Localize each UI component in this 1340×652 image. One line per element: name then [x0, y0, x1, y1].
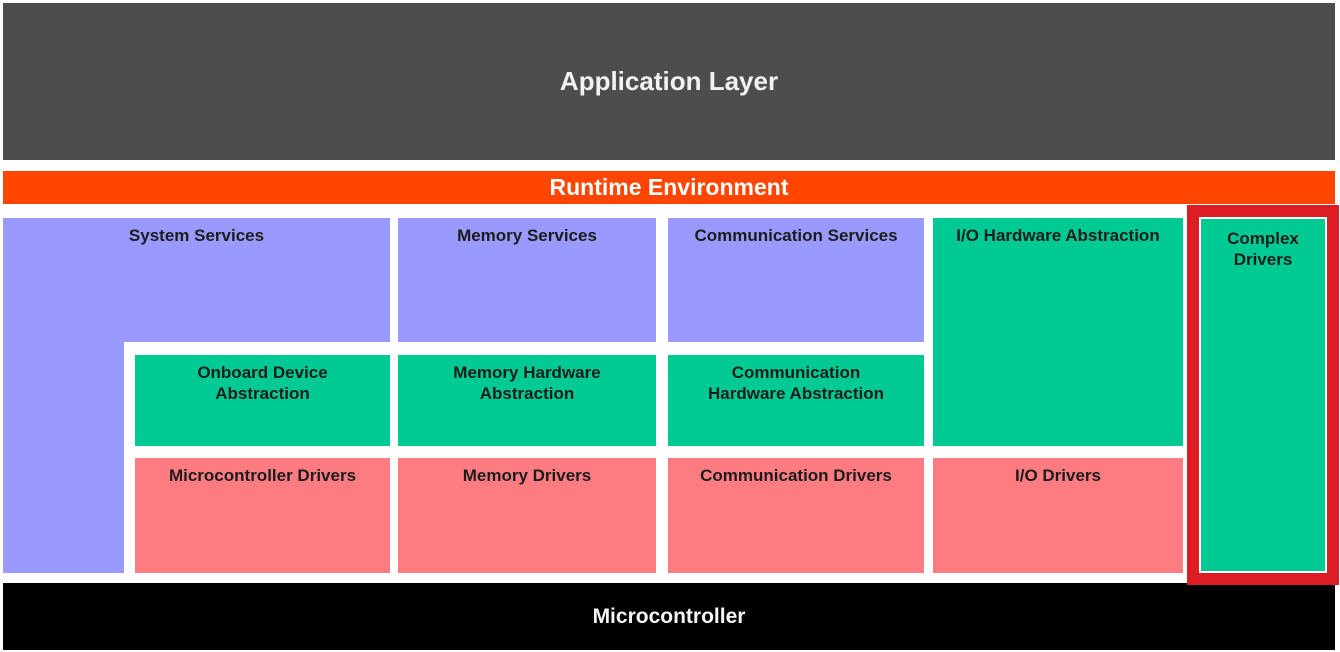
io-drivers-label: I/O Drivers: [1015, 466, 1101, 485]
communication-hardware-abstraction-label: Communication Hardware Abstraction: [707, 363, 885, 404]
communication-hardware-abstraction-block: Communication Hardware Abstraction: [668, 355, 924, 446]
onboard-device-abstraction-label: Onboard Device Abstraction: [197, 363, 328, 404]
microcontroller-block: Microcontroller: [3, 583, 1335, 650]
onboard-device-abstraction-block: Onboard Device Abstraction: [135, 355, 390, 446]
memory-hardware-abstraction-label: Memory Hardware Abstraction: [453, 363, 601, 404]
complex-drivers-highlight-outline: Complex Drivers: [1187, 205, 1339, 585]
application-layer-block: Application Layer: [3, 3, 1335, 160]
microcontroller-label: Microcontroller: [592, 604, 746, 628]
microcontroller-drivers-block: Microcontroller Drivers: [135, 458, 390, 573]
communication-drivers-block: Communication Drivers: [668, 458, 924, 573]
application-layer-label: Application Layer: [559, 66, 779, 96]
communication-services-block: Communication Services: [668, 218, 924, 342]
io-hardware-abstraction-label: I/O Hardware Abstraction: [956, 226, 1160, 245]
memory-hardware-abstraction-block: Memory Hardware Abstraction: [398, 355, 656, 446]
communication-services-label: Communication Services: [694, 226, 898, 245]
complex-drivers-label: Complex Drivers: [1227, 229, 1299, 270]
io-hardware-abstraction-block: I/O Hardware Abstraction: [933, 218, 1183, 446]
runtime-environment-block: Runtime Environment: [3, 171, 1335, 204]
system-services-block: System Services: [3, 218, 390, 342]
memory-services-block: Memory Services: [398, 218, 656, 342]
memory-services-label: Memory Services: [457, 226, 597, 245]
communication-drivers-label: Communication Drivers: [700, 466, 892, 485]
runtime-environment-label: Runtime Environment: [549, 174, 789, 200]
memory-drivers-block: Memory Drivers: [398, 458, 656, 573]
io-drivers-block: I/O Drivers: [933, 458, 1183, 573]
microcontroller-drivers-label: Microcontroller Drivers: [168, 466, 357, 485]
complex-drivers-block: Complex Drivers: [1201, 219, 1325, 571]
memory-drivers-label: Memory Drivers: [462, 466, 592, 485]
system-services-label: System Services: [128, 226, 265, 245]
